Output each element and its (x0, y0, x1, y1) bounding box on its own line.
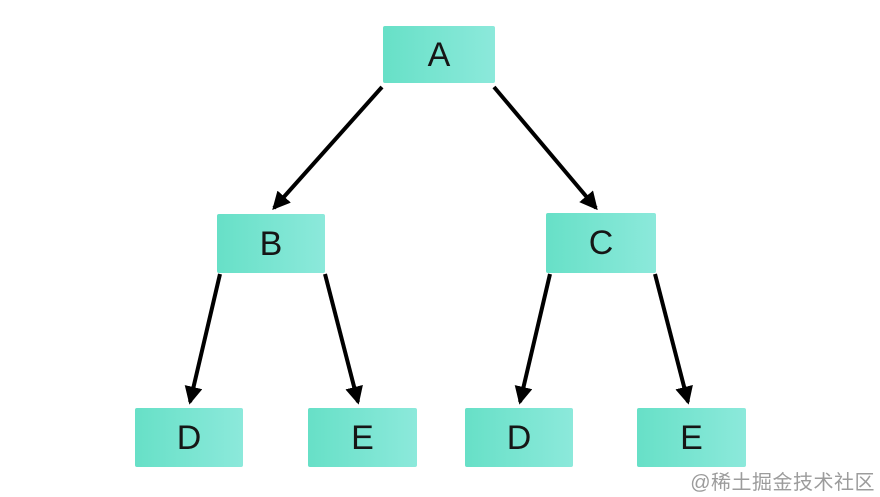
node-a: A (383, 26, 495, 83)
node-d1: D (135, 408, 243, 467)
edge-c-e2 (653, 273, 693, 405)
node-d1-label: D (176, 418, 202, 457)
node-e1: E (308, 408, 417, 467)
edge-a-c (492, 85, 598, 211)
edge-b-d1 (184, 273, 222, 405)
node-c: C (546, 213, 656, 273)
edge-c-d2 (514, 273, 552, 405)
edge-a-b (272, 85, 384, 211)
node-b-label: B (259, 224, 283, 263)
node-e2-label: E (680, 418, 703, 457)
node-c-label: C (588, 224, 614, 262)
node-d2: D (465, 408, 573, 467)
watermark: @稀土掘金技术社区 (690, 472, 875, 494)
node-d2-label: D (506, 418, 532, 457)
node-b: B (217, 214, 325, 273)
node-a-label: A (427, 35, 451, 74)
node-e2: E (637, 408, 746, 467)
edge-b-e1 (323, 273, 363, 405)
node-e1-label: E (351, 418, 374, 457)
